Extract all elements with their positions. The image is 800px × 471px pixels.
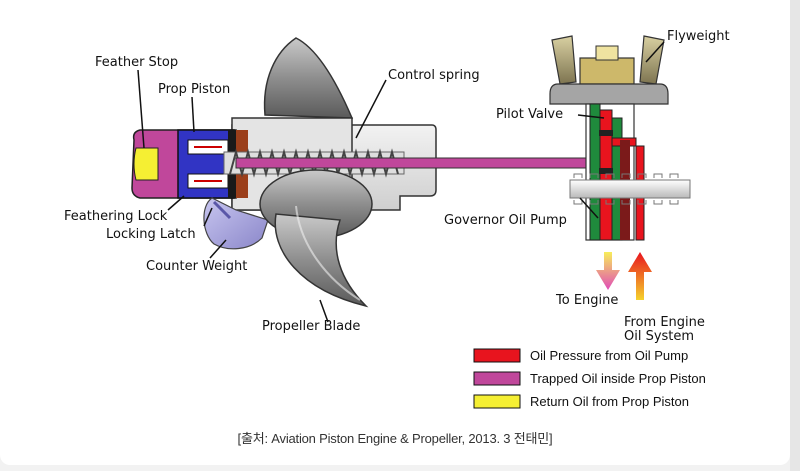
figure-panel <box>0 0 790 465</box>
label-feathering-lock: Feathering Lock <box>64 209 168 224</box>
label-control-spring: Control spring <box>388 68 480 83</box>
label-counter-weight: Counter Weight <box>146 259 247 274</box>
governor-assembly <box>549 35 691 300</box>
legend-label-return-oil: Return Oil from Prop Piston <box>530 394 689 409</box>
label-propeller-blade: Propeller Blade <box>262 319 360 334</box>
from-engine-arrow <box>628 252 652 300</box>
label-from-engine-line1: From Engine <box>624 315 705 330</box>
flyweight-left <box>551 35 577 85</box>
label-feather-stop: Feather Stop <box>95 55 178 70</box>
label-pilot-valve: Pilot Valve <box>496 107 563 122</box>
legend-swatch-oil-pressure <box>473 348 521 363</box>
flyweight-right <box>639 35 665 85</box>
label-prop-piston: Prop Piston <box>158 82 230 97</box>
pilot-valve-spool <box>599 130 613 136</box>
governor-gear <box>569 173 691 205</box>
propeller-blade <box>274 213 369 308</box>
counter-weight <box>203 197 269 250</box>
label-from-engine-line2: Oil System <box>624 329 694 344</box>
legend-swatch-trapped-oil <box>473 371 521 386</box>
legend-label-trapped-oil: Trapped Oil inside Prop Piston <box>530 371 706 386</box>
oil-rod <box>235 157 612 169</box>
oil-pressure-line <box>611 137 645 241</box>
figure-caption: [출처: Aviation Piston Engine & Propeller,… <box>237 431 553 446</box>
legend-label-oil-pressure: Oil Pressure from Oil Pump <box>530 348 688 363</box>
label-flyweight: Flyweight <box>667 29 730 44</box>
label-locking-latch: Locking Latch <box>106 227 196 242</box>
feather-stop <box>133 147 159 181</box>
legend: Oil Pressure from Oil Pump Trapped Oil i… <box>473 348 706 409</box>
scrollbar-track[interactable] <box>790 0 800 471</box>
propeller-governor-diagram: Feather Stop Prop Piston Control spring … <box>64 29 730 409</box>
label-governor-oil-pump: Governor Oil Pump <box>444 213 567 228</box>
legend-swatch-return-oil <box>473 394 521 409</box>
label-to-engine: To Engine <box>555 293 618 308</box>
to-engine-arrow <box>596 252 620 290</box>
leader-lines <box>137 41 665 323</box>
upper-blade <box>263 37 354 119</box>
